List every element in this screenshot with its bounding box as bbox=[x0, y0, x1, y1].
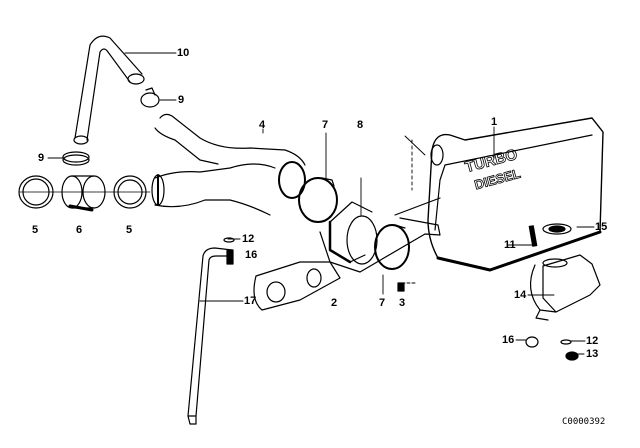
bolt-3 bbox=[397, 282, 405, 292]
hose-10 bbox=[73, 35, 145, 145]
stud-11 bbox=[528, 225, 538, 247]
callout-1: 1 bbox=[491, 116, 498, 128]
clamp-9-lower bbox=[62, 151, 90, 166]
callout-17: 17 bbox=[244, 295, 257, 307]
hose-8 bbox=[328, 201, 378, 265]
callout-5-right: 5 bbox=[126, 224, 133, 236]
clamp-7-lower bbox=[374, 224, 410, 270]
leader-lines bbox=[47, 52, 595, 355]
gasket-2 bbox=[253, 261, 341, 311]
callout-10: 10 bbox=[177, 47, 190, 59]
bracket-17 bbox=[187, 247, 233, 425]
callout-12-left: 12 bbox=[242, 233, 255, 245]
callout-3: 3 bbox=[399, 297, 406, 309]
nut-16-right bbox=[525, 336, 539, 348]
callout-11: 11 bbox=[504, 239, 516, 251]
callout-5-left: 5 bbox=[32, 224, 39, 236]
callout-7-lower: 7 bbox=[379, 297, 386, 309]
seal-ring-15 bbox=[542, 223, 572, 235]
intake-pipe-4 bbox=[151, 113, 306, 216]
callout-8: 8 bbox=[357, 119, 364, 131]
bolt-16-left bbox=[226, 249, 234, 265]
washer-12-right bbox=[560, 339, 572, 345]
callout-15: 15 bbox=[595, 221, 608, 233]
callout-14: 14 bbox=[514, 289, 527, 301]
callout-9-lower: 9 bbox=[38, 152, 45, 164]
part-14-actuator bbox=[529, 254, 601, 321]
washer-12-left bbox=[223, 237, 235, 243]
callout-16-right: 16 bbox=[502, 334, 515, 346]
callout-9-upper: 9 bbox=[178, 94, 185, 106]
callout-13: 13 bbox=[586, 348, 599, 360]
callout-2: 2 bbox=[331, 297, 338, 309]
clamp-9-upper bbox=[140, 87, 160, 108]
callout-12-right: 12 bbox=[586, 335, 599, 347]
callout-7-upper: 7 bbox=[322, 119, 329, 131]
callout-6: 6 bbox=[76, 224, 83, 236]
nut-13 bbox=[565, 351, 579, 361]
clamp-7-upper bbox=[298, 177, 338, 223]
callout-4: 4 bbox=[259, 119, 266, 131]
callout-16-left: 16 bbox=[245, 249, 258, 261]
diagram-code: C0000392 bbox=[562, 417, 606, 427]
connector-hose-6 bbox=[61, 175, 106, 212]
